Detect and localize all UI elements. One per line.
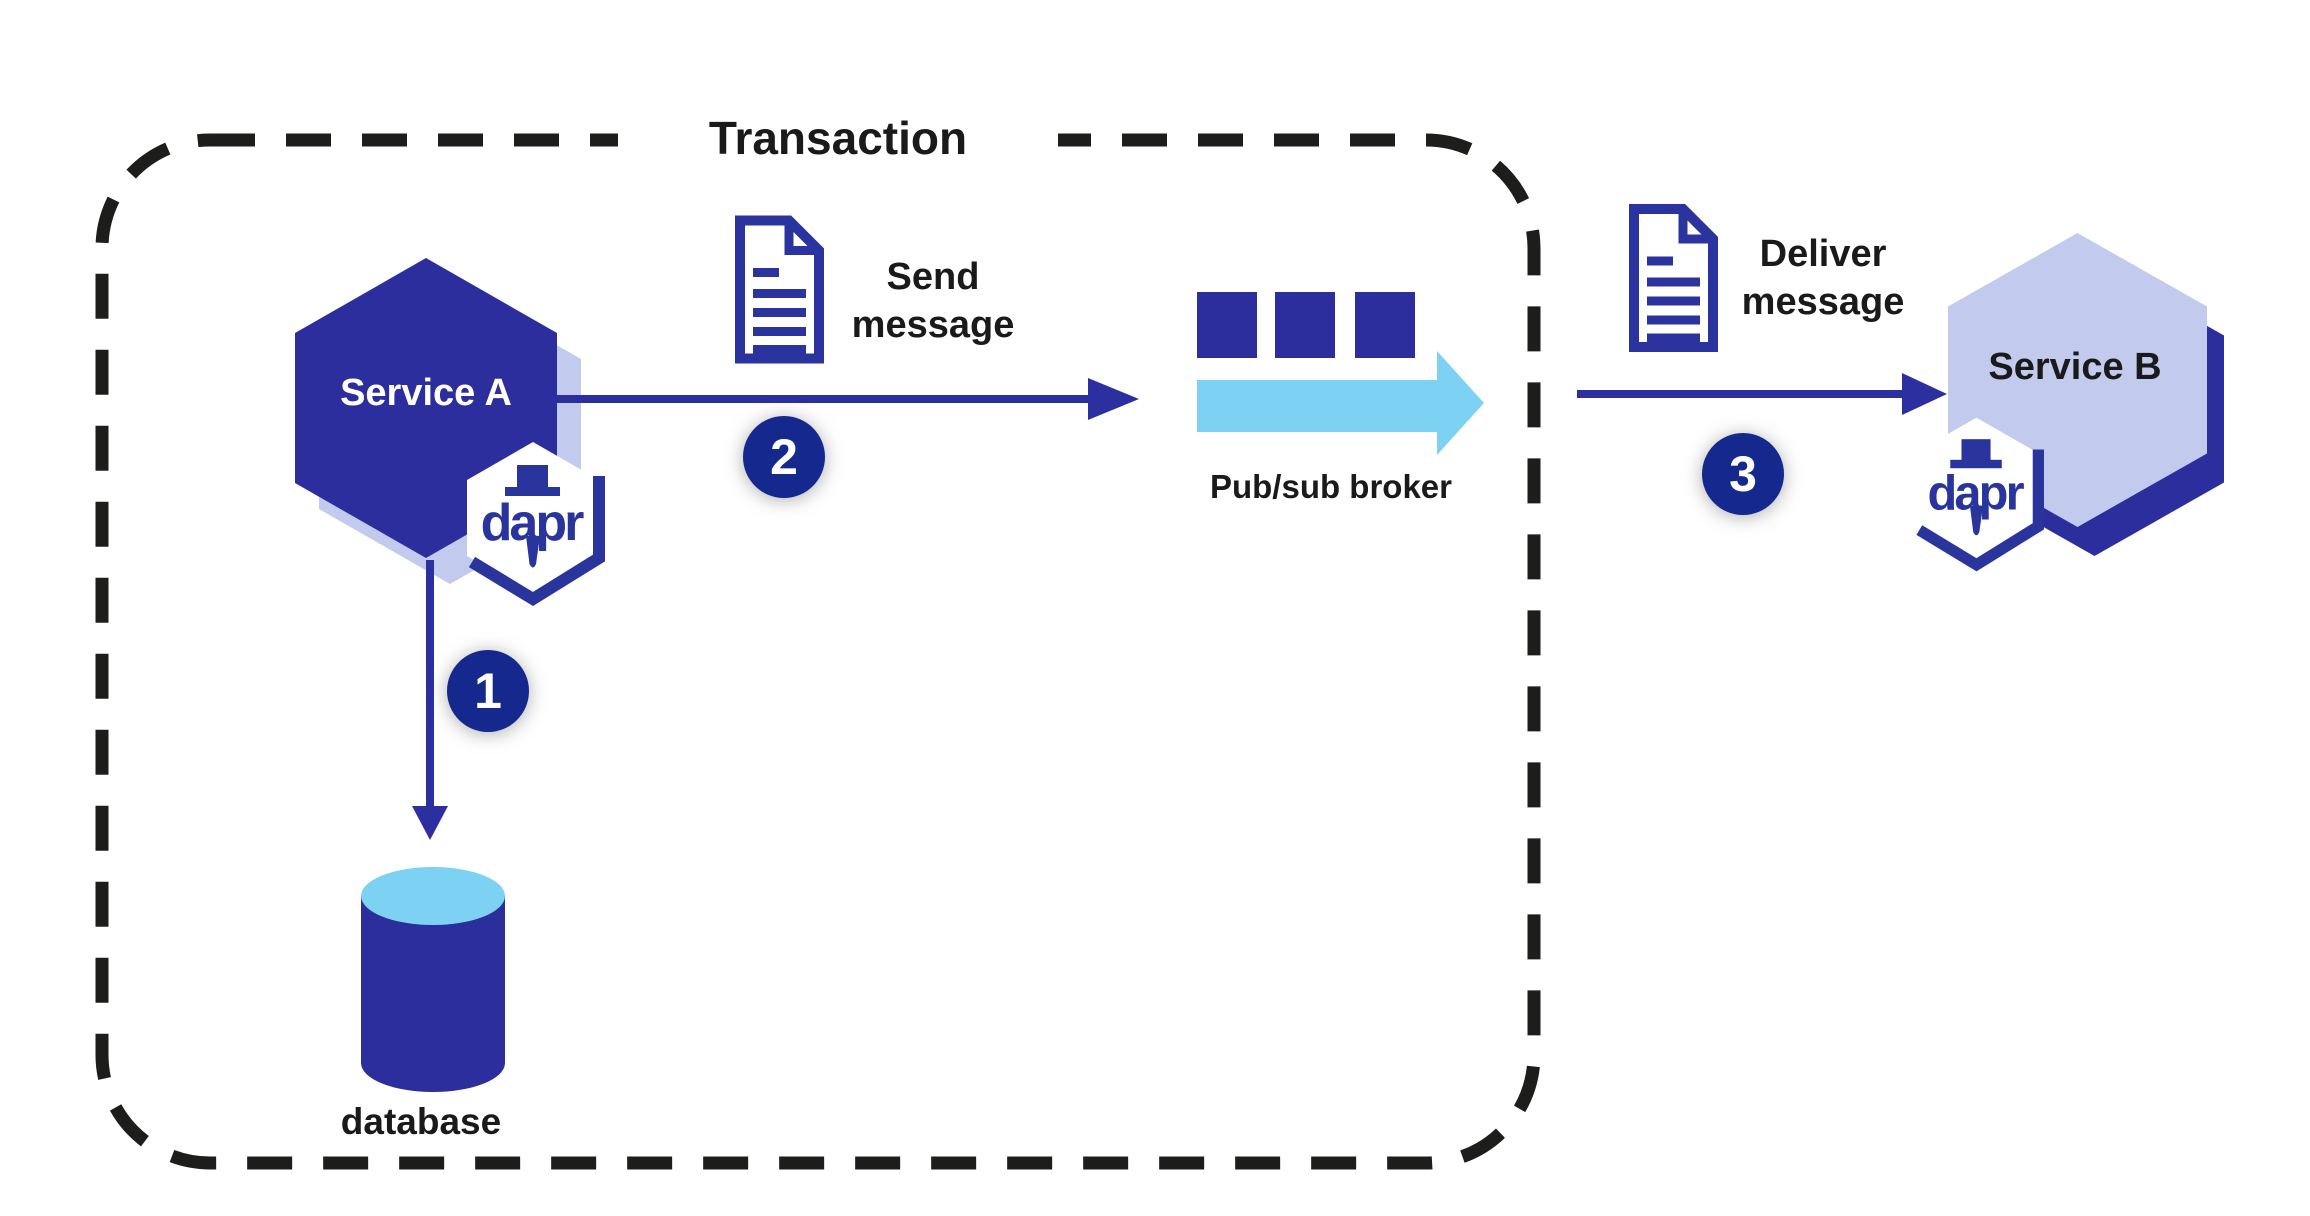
dapr-sidecar-a: dapr [467, 442, 605, 607]
dapr-sidecar-b: dapr [1914, 417, 2044, 572]
dapr-tail [1969, 505, 1984, 536]
queue-message-square [1197, 292, 1257, 358]
service-a-label: Service A [340, 372, 512, 414]
dapr-hat-brim [1950, 459, 2002, 469]
queue-message-square [1275, 292, 1335, 358]
transaction-title: Transaction [618, 104, 1058, 172]
step-badge-2: 2 [743, 416, 825, 498]
persist-arrowhead [412, 806, 448, 840]
send-arrow [556, 378, 1139, 420]
queue-flow-arrow-body [1197, 380, 1440, 432]
deliver-arrow [1577, 373, 1947, 415]
dapr-hexagon-border [1916, 449, 2044, 572]
persist-arrow [412, 560, 448, 840]
dapr-hat-icon [1961, 439, 1991, 462]
send-arrowhead [1088, 378, 1139, 420]
pubsub-broker-icon [1197, 292, 1484, 455]
deliver-document-icon [1629, 204, 1718, 352]
queue-flow-arrowhead [1437, 351, 1484, 455]
dapr-hat-brim [505, 487, 560, 496]
queue-message-square [1355, 292, 1415, 358]
database-cylinder-top [361, 867, 505, 925]
deliver-message-label: Deliver message [1741, 233, 1905, 323]
deliver-arrowhead [1902, 373, 1947, 415]
step-badge-3: 3 [1702, 433, 1784, 515]
pubsub-broker-label: Pub/sub broker [1209, 468, 1453, 505]
dapr-wordmark: dapr [1927, 466, 2024, 520]
database-label: database [340, 1101, 502, 1142]
database-cylinder [361, 867, 505, 1092]
service-b-label: Service B [1988, 346, 2162, 388]
dapr-wordmark: dapr [481, 494, 584, 552]
step-badge-1: 1 [447, 650, 529, 732]
send-document-icon [735, 215, 824, 364]
database-cylinder-body [361, 896, 505, 1092]
dapr-hexagon-border [468, 476, 605, 607]
dapr-tail [526, 536, 540, 568]
dapr-hexagon [467, 442, 599, 594]
dapr-hat-icon [517, 465, 548, 489]
send-message-label: Send message [851, 256, 1015, 346]
dapr-hexagon [1914, 417, 2039, 561]
